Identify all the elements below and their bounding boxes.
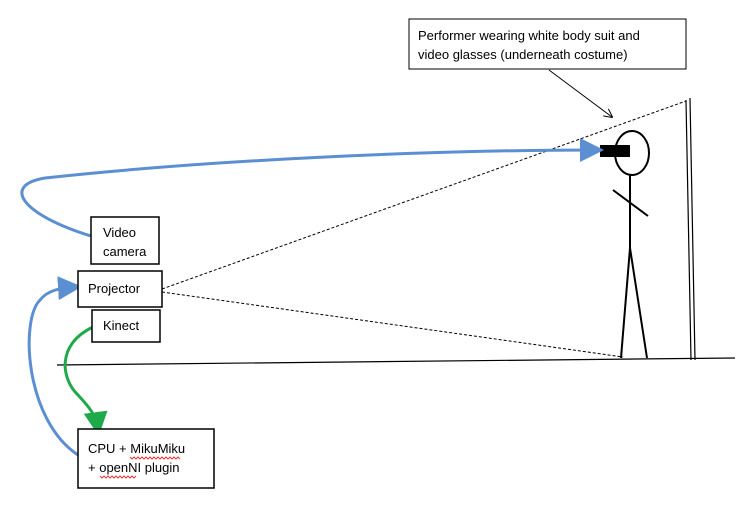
cpu-label-line1: CPU + MikuMiku: [88, 441, 185, 456]
performer-figure: [600, 130, 650, 359]
video-feed-arrow: [20, 138, 604, 238]
openni-word: openNI: [99, 460, 141, 475]
spellcheck-underline: [129, 456, 181, 460]
performer-left-leg: [620, 247, 631, 359]
cpu-to-projector-arrow: [27, 276, 82, 457]
floor-line: [56, 357, 736, 366]
video-camera-box: Video camera: [90, 216, 160, 265]
mikumiku-word: MikuMiku: [130, 441, 185, 456]
spellcheck-underline: [99, 475, 137, 479]
kinect-box: Kinect: [91, 309, 161, 343]
projector-label: Projector: [88, 281, 141, 296]
callout-text-line2: video glasses (underneath costume): [418, 47, 628, 62]
video-glasses: [600, 145, 630, 157]
projector-box: Projector: [77, 270, 163, 308]
performer-right-leg: [629, 247, 648, 359]
kinect-to-cpu-arrow: [63, 325, 108, 436]
callout-box: [408, 18, 687, 70]
screen-wall-line: [685, 99, 692, 361]
callout-pointer-arrow: [548, 69, 612, 117]
video-camera-label-line2: camera: [103, 244, 147, 259]
kinect-label: Kinect: [103, 318, 140, 333]
video-camera-label-line1: Video: [103, 225, 136, 240]
callout-text-line1: Performer wearing white body suit and: [418, 28, 640, 43]
performer-callout: Performer wearing white body suit and vi…: [408, 18, 687, 117]
cpu-box: CPU + MikuMiku + openNI plugin: [77, 428, 215, 489]
projection-ray-bottom: [161, 291, 624, 358]
projection-ray-top: [161, 100, 687, 290]
performer-arms: [612, 189, 649, 217]
cpu-label-line2: + openNI plugin: [88, 460, 179, 475]
screen-wall-line-inner: [689, 97, 696, 361]
